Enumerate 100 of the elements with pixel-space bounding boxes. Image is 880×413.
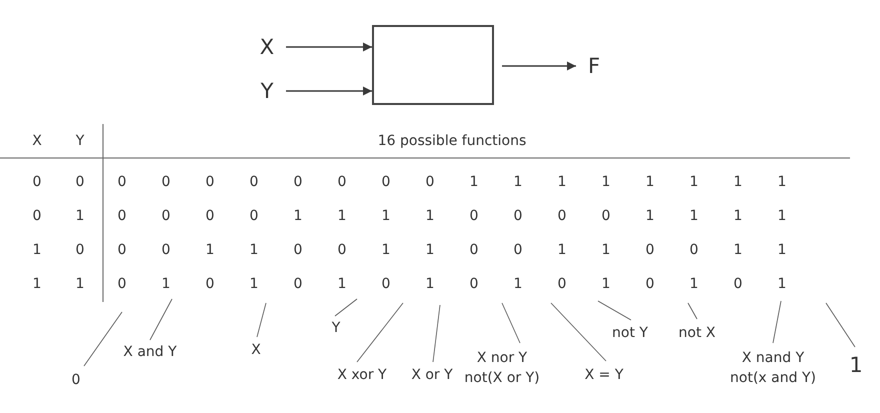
truth-value: 0 [470, 208, 478, 224]
truth-value: 0 [250, 174, 258, 190]
leader-line [432, 304, 440, 362]
truth-value: 0 [76, 174, 84, 190]
table-heading: 16 possible functions [378, 133, 526, 149]
arrow [502, 62, 576, 70]
truth-value: 1 [470, 174, 478, 190]
signal-label: F [584, 53, 604, 79]
leader-line [150, 298, 172, 340]
function-name: Y [332, 318, 340, 338]
leader-line [84, 312, 122, 366]
truth-value: 0 [470, 276, 478, 292]
truth-value: 1 [76, 276, 84, 292]
function-name: not(X or Y) [464, 369, 540, 388]
truth-value: 0 [338, 242, 346, 258]
truth-value: 1 [294, 208, 302, 224]
truth-value: 1 [690, 276, 698, 292]
truth-value: 1 [250, 276, 258, 292]
truth-value: 1 [426, 276, 434, 292]
truth-value: 1 [514, 174, 522, 190]
truth-value: 1 [338, 208, 346, 224]
function-name: X [251, 340, 261, 360]
column-header: Y [76, 133, 84, 149]
leader-line [772, 300, 782, 344]
truth-value: 0 [76, 242, 84, 258]
truth-value: 0 [294, 174, 302, 190]
truth-value: 0 [338, 174, 346, 190]
function-name: not X [678, 323, 716, 343]
truth-value: 1 [602, 174, 610, 190]
truth-value: 0 [382, 276, 390, 292]
function-block [372, 25, 494, 105]
function-name: X xor Y [337, 365, 387, 385]
truth-value: 0 [646, 242, 654, 258]
truth-value: 1 [558, 242, 566, 258]
truth-value: 0 [162, 208, 170, 224]
truth-value: 1 [778, 174, 786, 190]
truth-value: 1 [32, 276, 42, 292]
function-name: X and Y [123, 342, 177, 362]
truth-value: 0 [250, 208, 258, 224]
truth-value: 0 [734, 276, 742, 292]
leader-line [334, 298, 358, 316]
truth-value: 0 [162, 242, 170, 258]
truth-value: 1 [338, 276, 346, 292]
truth-value: 0 [382, 174, 390, 190]
truth-value: 0 [646, 276, 654, 292]
truth-value: 0 [470, 242, 478, 258]
truth-value: 1 [76, 208, 84, 224]
leader-line [826, 302, 856, 348]
truth-value: 0 [32, 174, 42, 190]
truth-value: 1 [426, 242, 434, 258]
truth-value: 0 [118, 174, 126, 190]
truth-value: 1 [778, 242, 786, 258]
truth-value: 1 [690, 208, 698, 224]
truth-value: 0 [514, 208, 522, 224]
truth-value: 1 [646, 208, 654, 224]
truth-value: 1 [558, 174, 566, 190]
truth-value: 0 [294, 242, 302, 258]
truth-value: 0 [294, 276, 302, 292]
truth-value: 1 [602, 276, 610, 292]
truth-value: 1 [382, 242, 390, 258]
truth-value: 0 [558, 276, 566, 292]
truth-value: 1 [426, 208, 434, 224]
truth-value: 1 [690, 174, 698, 190]
truth-value: 0 [206, 174, 214, 190]
signal-label: X [256, 34, 278, 60]
truth-value: 0 [558, 208, 566, 224]
function-name: not(x and Y) [730, 369, 816, 388]
truth-value: 0 [162, 174, 170, 190]
truth-value: 1 [206, 242, 214, 258]
truth-value: 1 [602, 242, 610, 258]
function-name: X = Y [584, 365, 624, 385]
leader-line [256, 302, 266, 338]
signal-label: Y [256, 78, 278, 104]
column-header: X [32, 133, 42, 149]
leader-line [688, 302, 698, 320]
truth-value: 1 [32, 242, 42, 258]
leader-line [550, 302, 606, 362]
truth-value: 0 [206, 276, 214, 292]
truth-value: 1 [734, 208, 742, 224]
truth-value: 1 [778, 208, 786, 224]
leader-line [356, 302, 404, 362]
truth-value: 1 [646, 174, 654, 190]
truth-value: 1 [250, 242, 258, 258]
truth-value: 0 [118, 242, 126, 258]
truth-value: 0 [118, 208, 126, 224]
truth-value: 1 [778, 276, 786, 292]
truth-value: 1 [162, 276, 170, 292]
truth-value: 0 [602, 208, 610, 224]
function-name: not Y [612, 323, 648, 343]
function-name: X nor Y [476, 349, 528, 368]
function-name: 0 [72, 370, 80, 390]
arrow [286, 86, 372, 96]
truth-value: 0 [690, 242, 698, 258]
truth-value: 1 [734, 174, 742, 190]
truth-value: 0 [514, 242, 522, 258]
leader-line [502, 302, 520, 344]
function-name: X nand Y [740, 349, 806, 368]
function-name: X or Y [411, 365, 453, 385]
truth-value: 1 [382, 208, 390, 224]
leader-line [598, 300, 632, 320]
